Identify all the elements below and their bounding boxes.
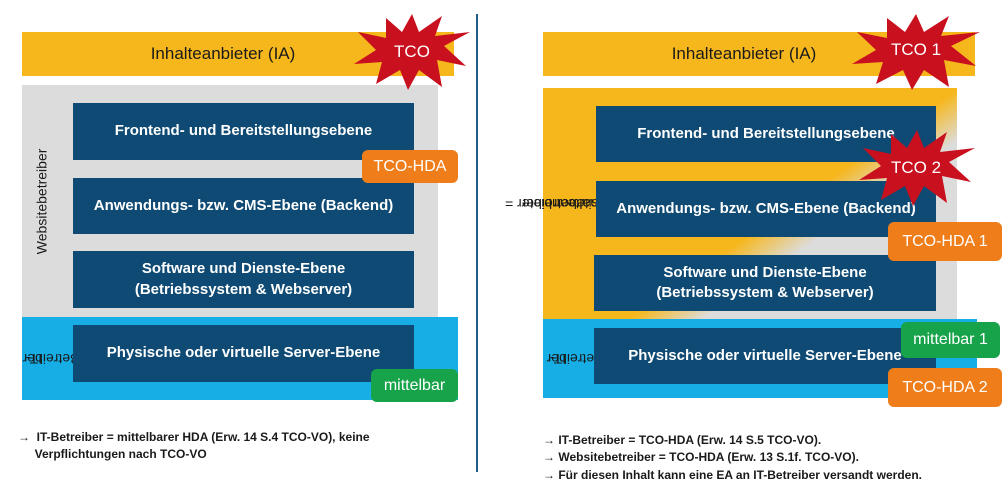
- left-layer-software: Software und Dienste-Ebene (Betriebssyst…: [73, 251, 414, 308]
- right-badge-tco-hda-2: TCO-HDA 2: [888, 368, 1002, 407]
- left-badge-tco-hda: TCO-HDA: [362, 150, 458, 183]
- right-operator-label: Inhalteanbieter =Websitebetreiber: [505, 195, 628, 212]
- left-website-operator-label: Websitebetreiber: [33, 148, 50, 254]
- left-notes: → IT-Betreiber = mittelbarer HDA (Erw. 1…: [18, 429, 458, 464]
- left-tco-burst-icon: [354, 14, 470, 90]
- right-note-line: → Für diesen Inhalt kann eine EA an IT-B…: [543, 467, 922, 482]
- right-badge-mittelbar-1: mittelbar 1: [901, 322, 1000, 358]
- right-content-provider-label: Inhalteanbieter (IA): [671, 44, 817, 63]
- right-tco1-burst-label: TCO 1: [890, 40, 942, 59]
- left-tco-burst-label: TCO: [394, 42, 430, 61]
- left-note-line: Verpflichtungen nach TCO-VO: [18, 447, 207, 462]
- left-layer-application: Anwendungs- bzw. CMS-Ebene (Backend): [73, 178, 414, 234]
- left-layer-frontend: Frontend- und Bereitstellungsebene: [73, 103, 414, 160]
- right-layer-software: Software und Dienste-Ebene (Betriebssyst…: [594, 255, 936, 311]
- left-layer-server: Physische oder virtuelle Server-Ebene: [73, 325, 414, 382]
- right-tco1-burst-icon: [852, 14, 980, 90]
- right-note-line: → Websitebetreiber = TCO-HDA (Erw. 13 S.…: [543, 450, 859, 465]
- right-it-operator-label: IT-Betreiber: [545, 350, 603, 367]
- right-tco2-burst-label: TCO 2: [890, 158, 942, 177]
- right-note-line: → IT-Betreiber = TCO-HDA (Erw. 14 S.5 TC…: [543, 433, 822, 447]
- left-badge-mittelbar: mittelbar: [371, 369, 458, 402]
- left-content-provider-label: Inhalteanbieter (IA): [150, 44, 296, 63]
- left-note-line: → IT-Betreiber = mittelbarer HDA (Erw. 1…: [18, 430, 370, 444]
- left-it-operator-label: IT-Betreiber: [21, 350, 79, 367]
- right-badge-tco-hda-1: TCO-HDA 1: [888, 222, 1002, 261]
- right-layer-application: Anwendungs- bzw. CMS-Ebene (Backend): [596, 181, 936, 237]
- right-layer-server: Physische oder virtuelle Server-Ebene: [594, 328, 936, 384]
- right-notes: → IT-Betreiber = TCO-HDA (Erw. 14 S.5 TC…: [543, 432, 998, 484]
- right-tco2-burst-icon: [859, 130, 975, 206]
- center-divider: [476, 14, 478, 472]
